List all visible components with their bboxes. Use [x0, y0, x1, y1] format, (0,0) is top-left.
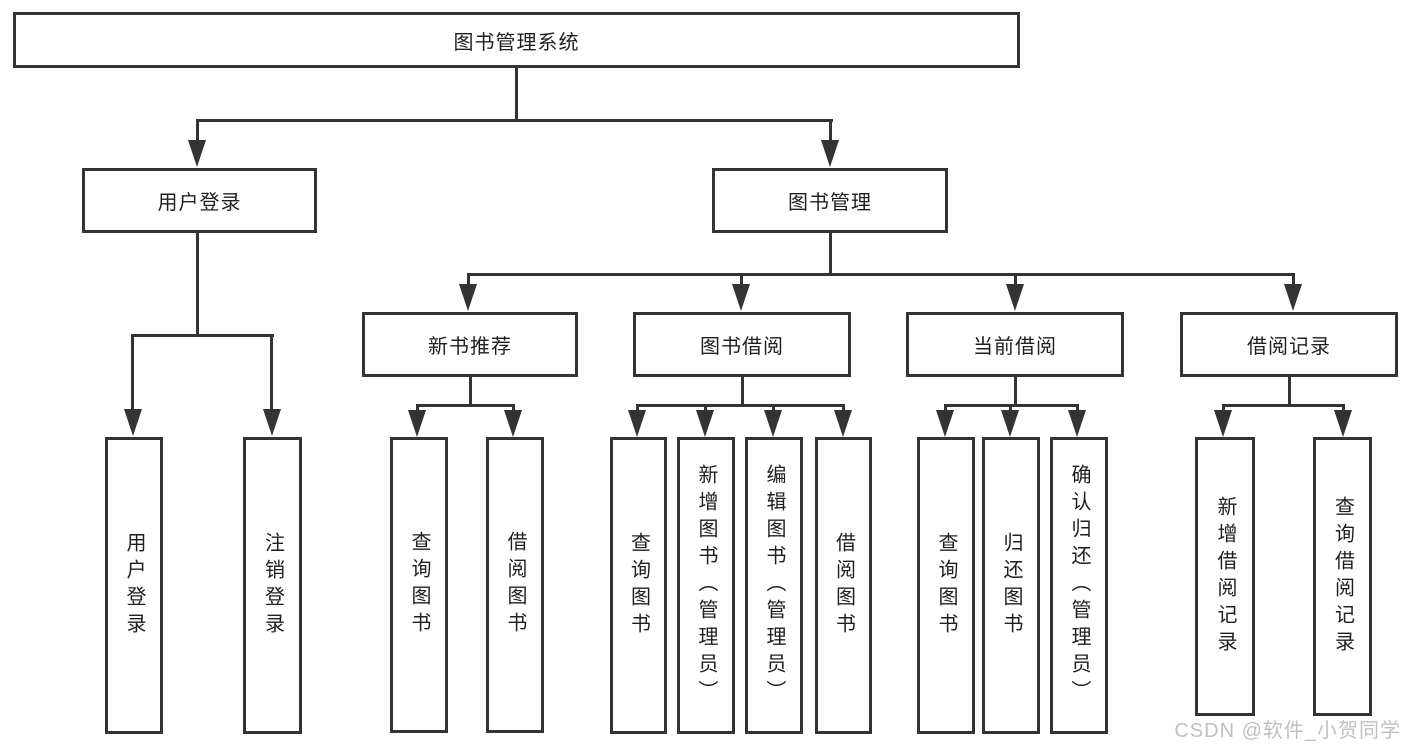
node-book-management: 图书管理 — [712, 168, 948, 233]
leaf-label: 查询图书 — [627, 531, 650, 640]
connector-line — [740, 273, 743, 287]
leaf-label: 借阅图书 — [504, 531, 526, 639]
node-root: 图书管理系统 — [13, 12, 1020, 68]
connector-line — [1014, 377, 1017, 405]
leaf-label: 新增图书（管理员） — [695, 464, 717, 707]
connector-line — [772, 404, 775, 413]
leaf-query-book-2: 查询图书 — [610, 437, 667, 734]
node-new-book-recommend: 新书推荐 — [362, 312, 578, 377]
connector-line — [1009, 404, 1012, 413]
leaf-label: 借阅图书 — [832, 531, 855, 640]
arrow-down-icon — [834, 410, 852, 437]
connector-line — [829, 233, 832, 275]
arrow-down-icon — [1214, 410, 1232, 437]
arrow-down-icon — [408, 410, 426, 437]
arrow-down-icon — [821, 140, 839, 167]
arrow-down-icon — [732, 284, 750, 311]
connector-line — [1342, 404, 1345, 413]
arrow-down-icon — [1334, 410, 1352, 437]
connector-line — [829, 119, 832, 145]
connector-line — [196, 119, 199, 145]
connector-line — [131, 334, 274, 337]
node-label: 借阅记录 — [1247, 336, 1331, 358]
node-borrow-record: 借阅记录 — [1180, 312, 1398, 377]
arrow-down-icon — [1068, 410, 1086, 437]
arrow-down-icon — [1001, 410, 1019, 437]
csdn-watermark: CSDN @软件_小贺同学 — [1174, 720, 1401, 742]
leaf-label: 用户登录 — [123, 531, 145, 640]
connector-line — [512, 404, 515, 413]
arrow-down-icon — [459, 284, 477, 311]
node-label: 图书管理系统 — [453, 31, 580, 54]
connector-line — [1014, 273, 1017, 287]
arrow-down-icon — [764, 410, 782, 437]
leaf-borrow-book-1: 借阅图书 — [486, 437, 544, 733]
leaf-query-borrow-record: 查询借阅记录 — [1313, 437, 1372, 716]
arrow-down-icon — [936, 410, 954, 437]
connector-line — [515, 66, 518, 121]
node-user-login-group: 用户登录 — [82, 168, 317, 233]
arrow-down-icon — [124, 409, 142, 436]
connector-line — [1222, 404, 1225, 413]
node-label: 图书借阅 — [700, 336, 784, 358]
leaf-label: 确认归还（管理员） — [1068, 464, 1090, 707]
leaf-label: 注销登录 — [261, 531, 284, 640]
arrow-down-icon — [696, 410, 714, 437]
connector-line — [842, 404, 845, 413]
connector-line — [636, 404, 639, 413]
connector-line — [270, 334, 273, 412]
connector-line — [1288, 377, 1291, 405]
node-book-borrow: 图书借阅 — [633, 312, 851, 377]
connector-line — [1222, 404, 1345, 407]
connector-line — [944, 404, 947, 413]
connector-line — [416, 404, 515, 407]
arrow-down-icon — [628, 410, 646, 437]
leaf-query-book-1: 查询图书 — [390, 437, 448, 733]
leaf-label: 查询图书 — [935, 531, 957, 640]
node-label: 当前借阅 — [973, 336, 1057, 358]
leaf-query-book-3: 查询图书 — [917, 437, 975, 734]
connector-line — [704, 404, 707, 413]
leaf-label: 查询借阅记录 — [1331, 495, 1354, 658]
connector-line — [467, 273, 470, 287]
arrow-down-icon — [263, 409, 281, 436]
arrow-down-icon — [188, 140, 206, 167]
leaf-label: 查询图书 — [408, 531, 430, 639]
node-label: 图书管理 — [788, 192, 872, 214]
connector-line — [636, 404, 845, 407]
leaf-return-book: 归还图书 — [982, 437, 1040, 734]
connector-line — [741, 377, 744, 405]
connector-line — [416, 404, 419, 413]
arrow-down-icon — [1006, 284, 1024, 311]
leaf-label: 归还图书 — [1000, 531, 1022, 640]
arrow-down-icon — [1284, 284, 1302, 311]
connector-line — [467, 273, 1295, 276]
leaf-user-login: 用户登录 — [105, 437, 163, 734]
leaf-edit-book-admin: 编辑图书（管理员） — [745, 437, 803, 734]
node-label: 新书推荐 — [428, 336, 512, 358]
connector-line — [131, 334, 134, 412]
leaf-add-borrow-record: 新增借阅记录 — [1195, 437, 1255, 716]
leaf-logout: 注销登录 — [243, 437, 302, 734]
node-label: 用户登录 — [157, 192, 242, 214]
leaf-add-book-admin: 新增图书（管理员） — [677, 437, 735, 734]
connector-line — [196, 233, 199, 337]
connector-line — [196, 119, 833, 122]
leaf-label: 新增借阅记录 — [1214, 495, 1236, 658]
connector-line — [1076, 404, 1079, 413]
node-current-borrow: 当前借阅 — [906, 312, 1124, 377]
connector-line — [469, 377, 472, 405]
connector-line — [1292, 273, 1295, 287]
leaf-confirm-return-admin: 确认归还（管理员） — [1050, 437, 1108, 734]
arrow-down-icon — [504, 410, 522, 437]
leaf-label: 编辑图书（管理员） — [763, 464, 785, 707]
leaf-borrow-book-2: 借阅图书 — [815, 437, 872, 734]
